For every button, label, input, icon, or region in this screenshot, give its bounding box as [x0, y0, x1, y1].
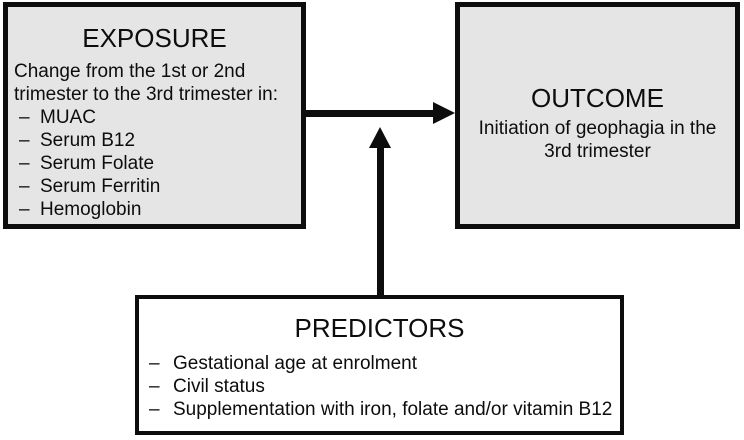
- predictors-title: PREDICTORS: [294, 313, 465, 343]
- list-item: – MUAC: [8, 106, 301, 129]
- exposure-intro-line: trimester to the 3rd trimester in:: [14, 84, 278, 105]
- list-item-label: MUAC: [40, 107, 96, 128]
- predictors-box: PREDICTORS – Gestational age at enrolmen…: [135, 295, 624, 435]
- list-item-label: Serum B12: [40, 130, 136, 151]
- predictors-list: – Gestational age at enrolment – Civil s…: [139, 352, 620, 421]
- exposure-intro: Change from the 1st or 2nd trimester to …: [14, 60, 301, 106]
- list-item: – Gestational age at enrolment: [139, 352, 620, 375]
- list-item: – Supplementation with iron, folate and/…: [139, 398, 620, 421]
- list-item: – Serum Folate: [8, 152, 301, 175]
- dash-bullet: –: [19, 176, 30, 197]
- list-item-label: Civil status: [173, 376, 265, 397]
- dash-bullet: –: [149, 399, 160, 420]
- right-arrowhead-icon: [433, 102, 455, 124]
- list-item: – Hemoglobin: [8, 198, 301, 221]
- predictors-arrow-shaft: [377, 146, 384, 295]
- dash-bullet: –: [19, 130, 30, 151]
- exposure-list: – MUAC – Serum B12 – Serum Folate – Seru…: [8, 106, 301, 221]
- list-item-label: Serum Ferritin: [40, 176, 161, 197]
- exposure-title: EXPOSURE: [82, 23, 227, 53]
- outcome-body: Initiation of geophagia in the 3rd trime…: [479, 117, 717, 163]
- list-item: – Serum B12: [8, 129, 301, 152]
- dash-bullet: –: [149, 353, 160, 374]
- exposure-intro-line: Change from the 1st or 2nd: [14, 61, 246, 82]
- outcome-box: OUTCOME Initiation of geophagia in the 3…: [455, 2, 740, 229]
- up-arrowhead-icon: [369, 127, 391, 148]
- outcome-body-line: 3rd trimester: [544, 140, 651, 162]
- exposure-box: EXPOSURE Change from the 1st or 2nd trim…: [3, 2, 306, 229]
- list-item-label: Hemoglobin: [40, 199, 142, 220]
- list-item-label: Serum Folate: [40, 153, 155, 174]
- dash-bullet: –: [19, 107, 30, 128]
- list-item-label: Gestational age at enrolment: [173, 353, 417, 374]
- outcome-title: OUTCOME: [531, 82, 664, 113]
- exposure-to-outcome-arrow-shaft: [306, 110, 434, 117]
- list-item: – Civil status: [139, 375, 620, 398]
- dash-bullet: –: [19, 199, 30, 220]
- outcome-body-line: Initiation of geophagia in the: [478, 117, 717, 139]
- list-item: – Serum Ferritin: [8, 175, 301, 198]
- list-item-label: Supplementation with iron, folate and/or…: [173, 399, 613, 420]
- dash-bullet: –: [19, 153, 30, 174]
- dash-bullet: –: [149, 376, 160, 397]
